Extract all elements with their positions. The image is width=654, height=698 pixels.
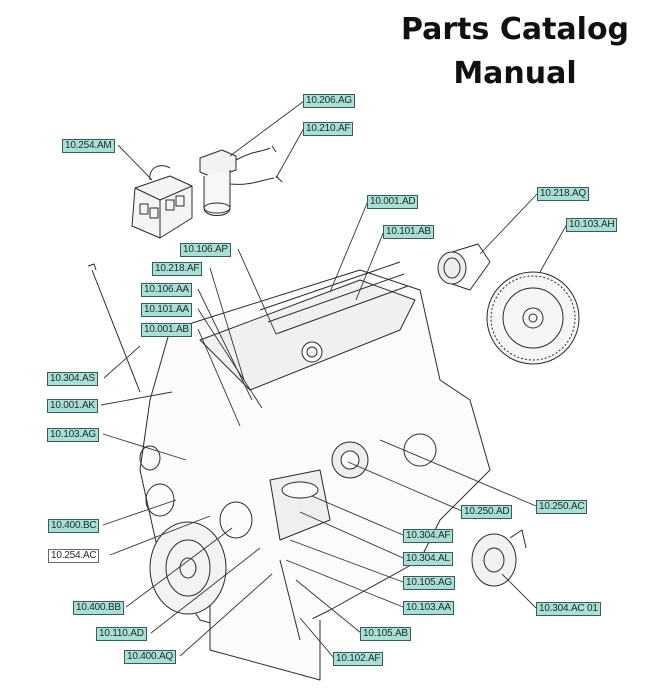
callout-label[interactable]: 10.001.AK bbox=[47, 399, 98, 413]
callout-label[interactable]: 10.001.AD bbox=[367, 195, 419, 209]
title-line-1: Parts Catalog bbox=[400, 12, 630, 47]
callout-label[interactable]: 10.210.AF bbox=[303, 122, 354, 136]
water-pump-drawing bbox=[471, 529, 527, 587]
callout-label[interactable]: 10.400.AQ bbox=[124, 650, 177, 664]
leader-lines bbox=[100, 100, 568, 659]
callout-label[interactable]: 10.103.AH bbox=[566, 218, 618, 232]
callout-label[interactable]: 10.304.AC 01 bbox=[536, 602, 601, 616]
callout-label[interactable]: 10.103.AA bbox=[403, 601, 454, 615]
callout-label[interactable]: 10.218.AQ bbox=[537, 187, 590, 201]
engine-body-drawing bbox=[139, 261, 491, 681]
callout-label[interactable]: 10.110.AD bbox=[96, 627, 147, 641]
callout-label[interactable]: 10.101.AB bbox=[383, 225, 434, 239]
fitting-drawing bbox=[437, 243, 491, 291]
dipstick-drawing bbox=[87, 263, 141, 393]
damper-pulley-drawing bbox=[139, 445, 253, 615]
callout-label[interactable]: 10.250.AC bbox=[536, 500, 588, 514]
callout-label[interactable]: 10.254.AC bbox=[48, 549, 100, 563]
callout-label[interactable]: 10.304.AS bbox=[47, 372, 98, 386]
title-line-2: Manual bbox=[453, 56, 577, 91]
callout-label[interactable]: 10.102.AF bbox=[333, 652, 384, 666]
flywheel-drawing bbox=[486, 271, 580, 365]
callout-label[interactable]: 10.105.AB bbox=[360, 627, 411, 641]
callout-label[interactable]: 10.218.AF bbox=[152, 262, 203, 276]
callout-label[interactable]: 10.001.AB bbox=[141, 323, 192, 337]
callout-label[interactable]: 10.101.AA bbox=[141, 303, 192, 317]
callout-label[interactable]: 10.103.AG bbox=[47, 428, 100, 442]
fuel-filter-drawing bbox=[199, 145, 283, 216]
callout-label[interactable]: 10.400.BC bbox=[48, 519, 100, 533]
callout-label[interactable]: 10.254.AM bbox=[62, 139, 115, 153]
callout-label[interactable]: 10.106.AP bbox=[180, 243, 231, 257]
callout-label[interactable]: 10.106.AA bbox=[141, 283, 192, 297]
callout-label[interactable]: 10.250.AD bbox=[461, 505, 513, 519]
callout-label[interactable]: 10.206.AG bbox=[303, 94, 356, 108]
page-title: Parts Catalog Manual bbox=[380, 8, 650, 96]
callout-label[interactable]: 10.304.AL bbox=[403, 552, 453, 566]
callout-label[interactable]: 10.105.AG bbox=[403, 576, 456, 590]
callout-label[interactable]: 10.304.AF bbox=[403, 529, 454, 543]
connector-module-drawing bbox=[131, 165, 193, 239]
callout-label[interactable]: 10.400.BB bbox=[73, 601, 124, 615]
